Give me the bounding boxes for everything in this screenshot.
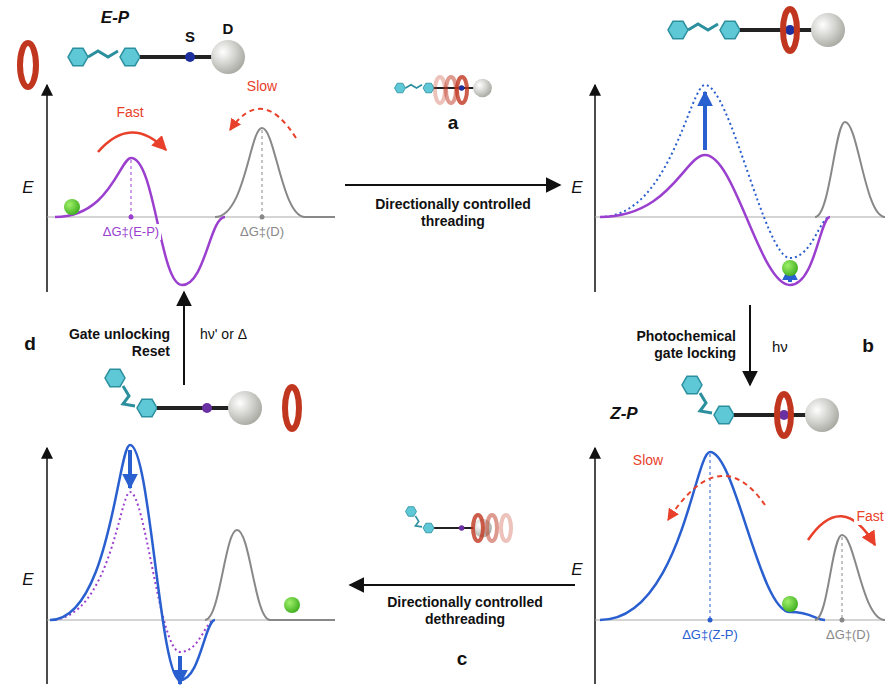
rate-label: Slow [631,452,665,469]
light-label: hν' or Δ [198,326,252,343]
barrier-label: ΔG‡(E-P) [101,224,161,240]
stopper-label: D [221,20,236,38]
step-letter: b [860,335,876,358]
rate-label: Fast [854,508,885,525]
light-label: hν [770,338,790,356]
axis-label: E [20,570,35,590]
step-letter: c [455,648,470,671]
rate-label: Fast [114,104,145,121]
barrier-label: ΔG‡(D) [238,224,286,240]
step-label: Directionally controlled threading [346,196,560,230]
step-label: Gate unlocking Reset [48,326,172,360]
station-label: S [183,28,197,46]
rate-label: Slow [245,78,279,95]
axis-label: E [20,178,35,198]
step-letter: a [446,112,461,135]
barrier-label: ΔG‡(D) [824,627,872,643]
molecule-label: Z-P [608,404,639,424]
axis-label: E [569,178,584,198]
step-label: Photochemical gate locking [614,328,738,362]
molecule-label: E-P [99,8,131,28]
step-letter: d [22,333,38,356]
axis-label: E [569,560,584,580]
step-label: Directionally controlled dethreading [353,594,577,628]
barrier-label: ΔG‡(Z-P) [680,627,740,643]
